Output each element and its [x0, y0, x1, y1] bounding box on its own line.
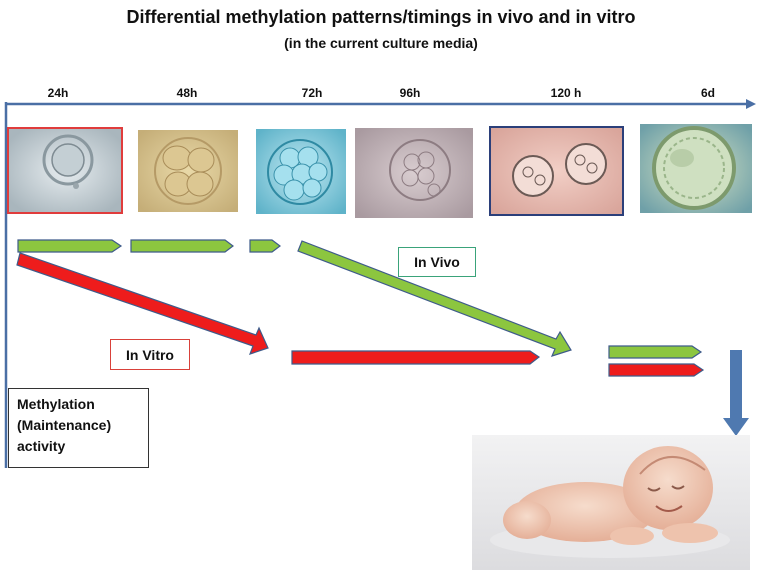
in-vitro-diagonal-arrow	[16, 252, 269, 355]
timeline-label-6d: 6d	[700, 86, 716, 100]
in-vivo-label: In Vivo	[398, 247, 476, 277]
timeline-label-120h: 120 h	[550, 86, 582, 100]
in-vivo-arrow-segment	[130, 239, 234, 253]
baby-image	[472, 435, 750, 570]
timeline-label-72h: 72h	[301, 86, 323, 100]
time-axis	[6, 99, 756, 109]
stage-image-morula	[355, 128, 473, 218]
diagram-subtitle: (in the current culture media)	[284, 35, 478, 51]
stage-image-4-cell	[138, 130, 238, 212]
in-vitro-arrow-segment	[608, 363, 705, 377]
stage-image-two-embryos	[489, 126, 624, 216]
timeline-label-96h: 96h	[399, 86, 421, 100]
in-vivo-diagonal-arrow	[297, 240, 572, 357]
stage-image-blastocyst	[640, 124, 752, 213]
in-vitro-arrow-segment	[291, 350, 541, 365]
down-arrow	[723, 350, 749, 436]
in-vitro-label: In Vitro	[110, 339, 190, 370]
methylation-label-line: activity	[17, 438, 66, 454]
in-vivo-arrows	[17, 239, 703, 359]
timeline-label-48h: 48h	[176, 86, 198, 100]
methylation-label-line: Methylation	[17, 396, 95, 412]
stage-image-zygote	[7, 127, 123, 214]
in-vitro-arrows	[16, 252, 705, 377]
in-vivo-arrow-segment	[17, 239, 123, 253]
diagram-title: Differential methylation patterns/timing…	[126, 7, 636, 27]
methylation-label-line: (Maintenance)	[17, 417, 112, 433]
timeline-label-24h: 24h	[47, 86, 69, 100]
methylation-activity-label: Methylation (Maintenance) activity	[8, 388, 149, 468]
in-vivo-arrow-segment	[608, 345, 703, 359]
stage-image-8-cell	[256, 129, 346, 214]
in-vivo-arrow-segment	[249, 239, 281, 253]
